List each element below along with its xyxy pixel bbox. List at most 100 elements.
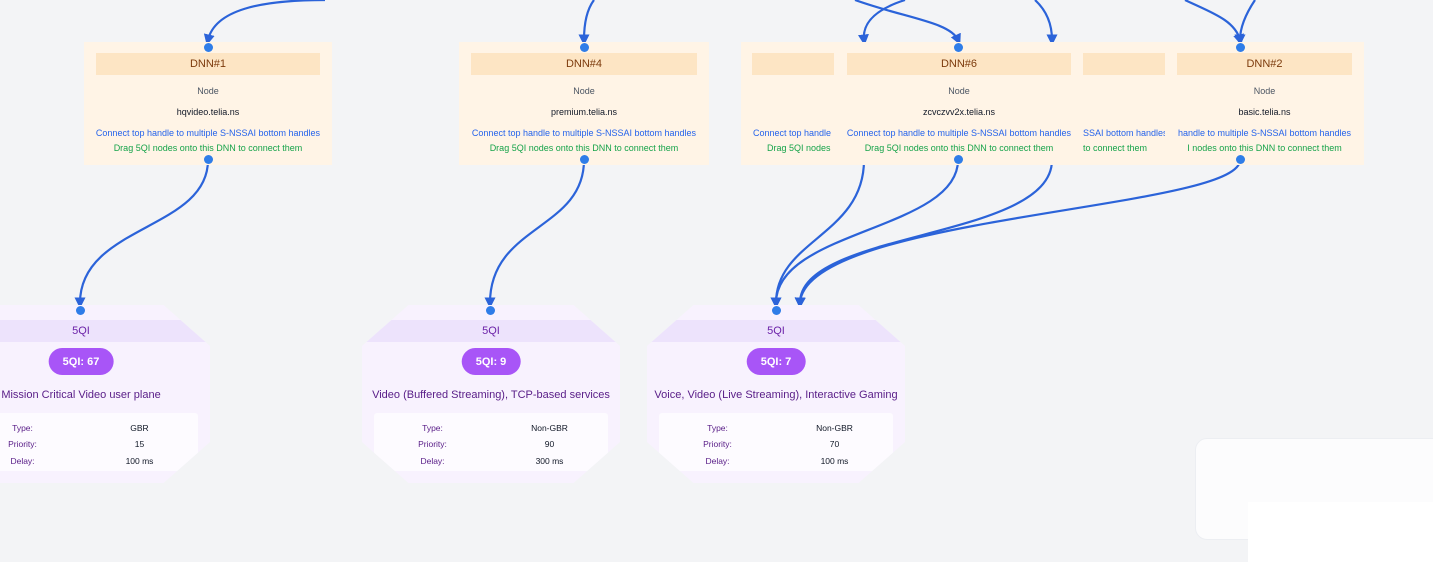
dnn-hint-drag: Drag 5QI nodes onto this DNN to connect … — [113, 143, 303, 153]
edge-dnn2-qi7[interactable] — [794, 159, 1242, 309]
qi-row-value: Non-GBR — [531, 423, 568, 433]
qi-row-key: Type: — [12, 423, 33, 433]
dnn-node-partial-right[interactable]: SSAI bottom handles to connect them — [1071, 42, 1177, 165]
dnn-node-dnn4[interactable]: DNN#4 Node premium.telia.ns Connect top … — [459, 42, 709, 165]
edge-in-dnn6[interactable] — [854, 0, 961, 46]
qi-row-delay: Delay: 300 ms — [374, 456, 608, 470]
qi-value-pill: 5QI: 67 — [48, 348, 114, 375]
dnn-hint-connect: Connect top handle to multiple S-NSSAI b… — [95, 128, 321, 138]
qi-label: 5QI — [647, 320, 905, 342]
dnn-node-partial-left[interactable]: Connect top handle Drag 5QI nodes — [741, 42, 835, 165]
dnn1-bottom-handle[interactable] — [204, 155, 213, 164]
qi-row-value: 100 ms — [820, 456, 849, 466]
qi-details-table: Type: Non-GBR Priority: 70 Delay: 100 ms — [659, 413, 893, 471]
qi-label: 5QI — [362, 320, 620, 342]
qi-details-table: Type: GBR Priority: 15 Delay: 100 ms — [0, 413, 198, 471]
qi-row-value: GBR — [130, 423, 149, 433]
qi-label: 5QI — [0, 320, 210, 342]
dnn-hint-connect: Connect top handle to multiple S-NSSAI b… — [846, 128, 1072, 138]
qi-row-key: Priority: — [418, 439, 447, 449]
qi9-top-handle[interactable] — [486, 306, 495, 315]
edge-dnn6-under-left-qi7[interactable] — [770, 159, 866, 309]
edge-in-dnn6-right[interactable] — [1034, 0, 1058, 46]
dnn-node-dnn6[interactable]: DNN#6 Node zcvczvv2x.telia.ns Connect to… — [835, 42, 1083, 165]
qi-row-delay: Delay: 100 ms — [0, 456, 198, 470]
qi-row-priority: Priority: 90 — [374, 439, 608, 453]
edge-in-dnn4[interactable] — [578, 0, 595, 46]
edge-dnn4-qi9[interactable] — [484, 159, 586, 309]
dnn2-top-handle[interactable] — [1236, 43, 1245, 52]
qi-description: Video (Buffered Streaming), TCP-based se… — [372, 389, 610, 401]
qi-row-priority: Priority: 15 — [0, 439, 198, 453]
qi-row-priority: Priority: 70 — [659, 439, 893, 453]
qi-row-key: Type: — [707, 423, 728, 433]
qi-row-type: Type: Non-GBR — [659, 423, 893, 437]
dnn-hint-connect: Connect top handle to multiple S-NSSAI b… — [471, 128, 697, 138]
dnn-type: Node — [197, 86, 219, 96]
dnn-title: DNN#4 — [471, 53, 697, 75]
qi-value-pill: 5QI: 7 — [746, 348, 806, 375]
qi-row-value: 15 — [134, 439, 145, 449]
qi-row-value: 300 ms — [535, 456, 564, 466]
dnn-hint-drag: Drag 5QI nodes onto this DNN to connect … — [489, 143, 679, 153]
qi-value-pill: 5QI: 9 — [461, 348, 521, 375]
dnn2-bottom-handle[interactable] — [1236, 155, 1245, 164]
dnn-title: DNN#6 — [847, 53, 1071, 75]
qi-row-key: Type: — [422, 423, 443, 433]
canvas-panel-inner — [1248, 502, 1433, 562]
qi-row-key: Delay: — [10, 456, 35, 466]
qi-row-type: Type: Non-GBR — [374, 423, 608, 437]
dnn4-bottom-handle[interactable] — [580, 155, 589, 164]
edge-in-dnn1[interactable] — [203, 0, 326, 46]
dnn-header-strip — [1083, 53, 1165, 75]
edge-dnn6-qi7[interactable] — [770, 159, 960, 309]
dnn-namespace: premium.telia.ns — [550, 107, 618, 117]
dnn-node-dnn2[interactable]: DNN#2 Node basic.telia.ns handle to mult… — [1165, 42, 1364, 165]
edge-in-dnn6-left[interactable] — [857, 0, 906, 46]
dnn-namespace: basic.telia.ns — [1238, 107, 1291, 117]
qi-row-value: Non-GBR — [816, 423, 853, 433]
dnn-hint-connect: handle to multiple S-NSSAI bottom handle… — [1177, 128, 1352, 138]
edge-in-dnn2-a[interactable] — [1184, 0, 1244, 46]
qi-row-key: Priority: — [703, 439, 732, 449]
dnn-title: DNN#1 — [96, 53, 320, 75]
dnn-namespace: zcvczvv2x.telia.ns — [922, 107, 996, 117]
dnn-namespace: hqvideo.telia.ns — [176, 107, 240, 117]
qi-row-delay: Delay: 100 ms — [659, 456, 893, 470]
qi-node-7[interactable]: 5QI 5QI: 7 Voice, Video (Live Streaming)… — [647, 305, 905, 483]
edge-in-dnn2-b[interactable] — [1234, 0, 1256, 46]
dnn-hint-drag: Drag 5QI nodes onto this DNN to connect … — [864, 143, 1054, 153]
qi-row-value: 90 — [544, 439, 555, 449]
qi-row-type: Type: GBR — [0, 423, 198, 437]
dnn1-top-handle[interactable] — [204, 43, 213, 52]
dnn-type: Node — [948, 86, 970, 96]
qi-row-value: 70 — [829, 439, 840, 449]
dnn-hint-drag: to connect them — [1083, 143, 1148, 153]
qi7-top-handle[interactable] — [772, 306, 781, 315]
dnn-header-strip — [752, 53, 834, 75]
qi-description: Mission Critical Video user plane — [1, 389, 161, 401]
qi-row-key: Delay: — [705, 456, 730, 466]
qi-node-9[interactable]: 5QI 5QI: 9 Video (Buffered Streaming), T… — [362, 305, 620, 483]
dnn-hint-connect: SSAI bottom handles — [1083, 128, 1168, 138]
edge-dnn6-under-right-qi7[interactable] — [794, 159, 1054, 309]
dnn-hint-connect: Connect top handle — [753, 128, 832, 138]
dnn-node-dnn1[interactable]: DNN#1 Node hqvideo.telia.ns Connect top … — [84, 42, 332, 165]
qi-description: Voice, Video (Live Streaming), Interacti… — [654, 389, 898, 401]
dnn6-bottom-handle[interactable] — [954, 155, 963, 164]
qi-details-table: Type: Non-GBR Priority: 90 Delay: 300 ms — [374, 413, 608, 471]
dnn-hint-drag: I nodes onto this DNN to connect them — [1187, 143, 1342, 153]
dnn-type: Node — [1253, 86, 1276, 96]
qi-row-key: Delay: — [420, 456, 445, 466]
dnn4-top-handle[interactable] — [580, 43, 589, 52]
qi-row-key: Priority: — [8, 439, 37, 449]
edge-dnn1-qi67[interactable] — [74, 159, 210, 309]
qi-node-67[interactable]: 5QI 5QI: 67 Mission Critical Video user … — [0, 305, 210, 483]
dnn-title: DNN#2 — [1177, 53, 1352, 75]
qi-row-value: 100 ms — [125, 456, 154, 466]
dnn6-top-handle[interactable] — [954, 43, 963, 52]
qi67-top-handle[interactable] — [76, 306, 85, 315]
dnn-type: Node — [573, 86, 595, 96]
dnn-hint-drag: Drag 5QI nodes — [767, 143, 831, 153]
canvas-panel[interactable] — [1195, 438, 1433, 562]
